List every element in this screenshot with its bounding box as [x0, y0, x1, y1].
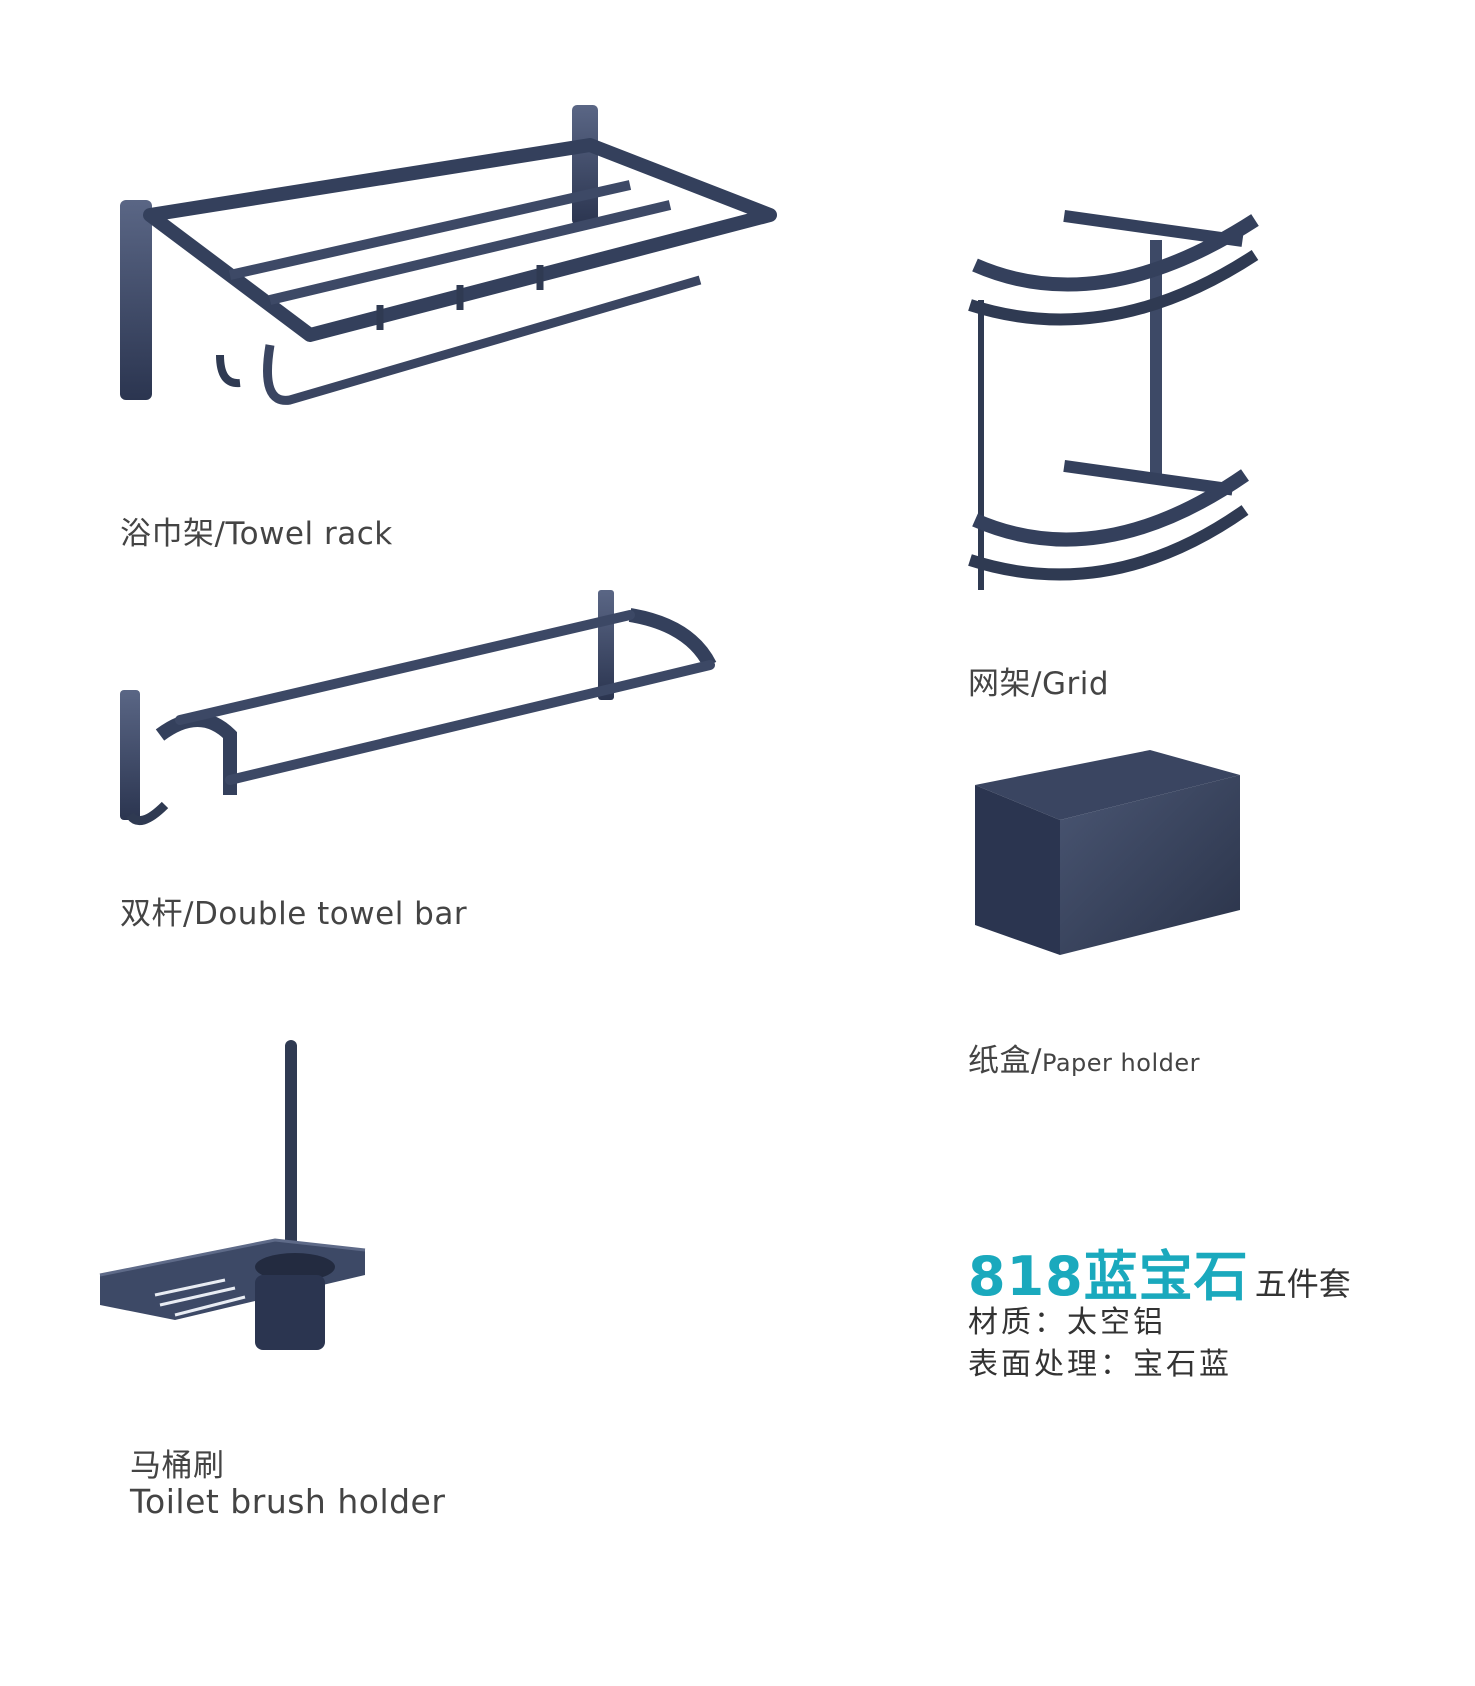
double-towel-bar-label: 双杆/Double towel bar: [120, 896, 468, 932]
toilet-brush-label-en: Toilet brush holder: [130, 1482, 446, 1521]
towel-rack-image: [110, 105, 850, 445]
set-title: 818蓝宝石五件套: [968, 1232, 1351, 1311]
paper-holder-label: 纸盒/Paper holder: [968, 1035, 1200, 1080]
grid-shelf-image: [960, 200, 1270, 600]
toilet-brush-label-cn: 马桶刷: [130, 1448, 225, 1484]
finish-spec: 表面处理：宝石蓝: [968, 1347, 1232, 1382]
grid-label: 网架/Grid: [968, 666, 1110, 702]
paper-holder-label-en: Paper holder: [1041, 1049, 1200, 1077]
double-towel-bar-image: [110, 585, 720, 835]
set-title-rest: 五件套: [1254, 1265, 1351, 1303]
towel-rack-label: 浴巾架/Towel rack: [120, 516, 393, 552]
set-title-accent: 818蓝宝石: [968, 1245, 1249, 1308]
paper-holder-image: [965, 745, 1265, 965]
material-spec: 材质：太空铝: [968, 1305, 1166, 1340]
paper-holder-label-cn: 纸盒/: [968, 1043, 1042, 1079]
toilet-brush-holder-image: [95, 1035, 375, 1365]
